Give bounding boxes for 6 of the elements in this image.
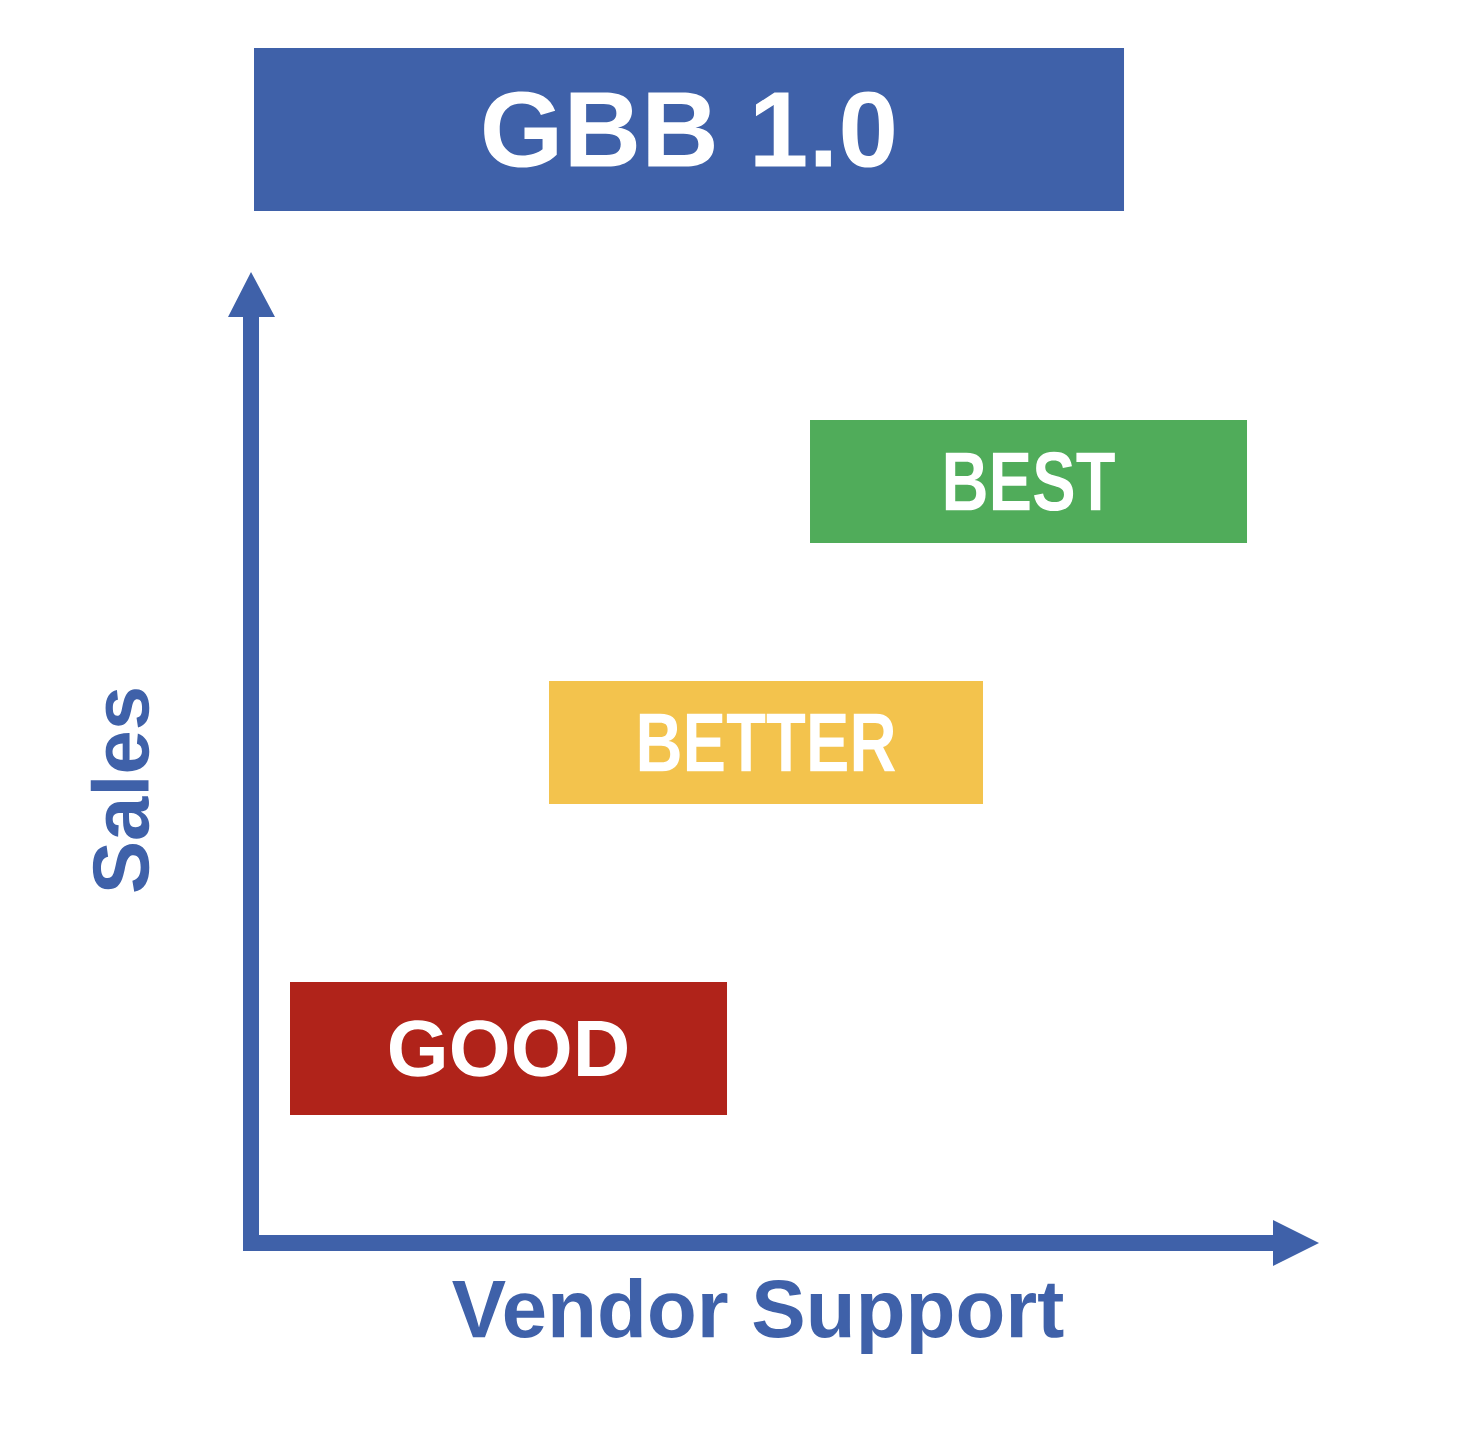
- tier-box: GOOD: [290, 982, 727, 1115]
- tier-box: BETTER: [549, 681, 983, 804]
- axis-label: Sales: [90, 689, 150, 892]
- title-banner: GBB 1.0: [254, 48, 1124, 211]
- tier-box: BEST: [810, 420, 1247, 543]
- axis-label: Vendor Support: [452, 1277, 1064, 1355]
